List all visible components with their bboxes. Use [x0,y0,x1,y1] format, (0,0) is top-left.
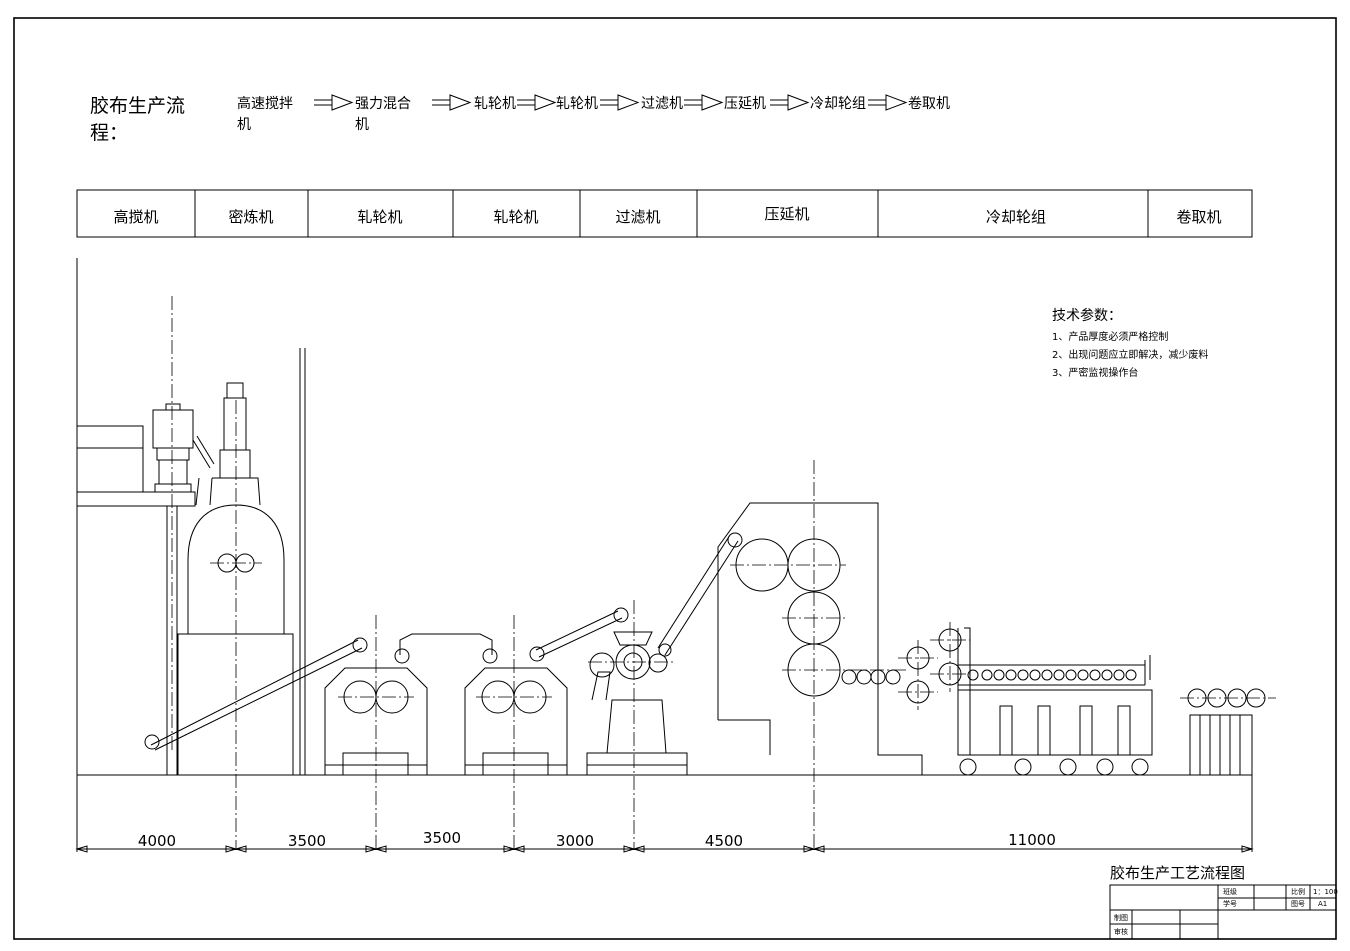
tech-param-1: 1、产品厚度必须严格控制 [1052,330,1168,343]
dimension-3: 3500 [423,829,461,847]
dimension-6: 11000 [1008,831,1056,849]
drawing-frame [13,17,1337,940]
header-cell-4: 轧轮机 [493,208,538,226]
flow-description: 胶布生产流 程： 高速搅拌 机 强力混合 机 轧轮机 轧轮机 过滤机 压延机 冷… [90,94,950,144]
dimension-labels: 4000 3500 3500 3000 4500 11000 [138,829,1056,850]
machine-roll-mill-2 [464,607,629,776]
dimension-2: 3500 [288,832,326,850]
flow-title-line1: 胶布生产流 [90,95,185,117]
header-cell-5: 过滤机 [615,208,660,226]
scale-value: 1：100 [1313,888,1338,896]
drawn-by-label: 制图 [1114,913,1128,922]
machine-calender [717,502,923,775]
flow-arrow-icons [314,94,908,111]
sheet-no-label: 图号 [1291,900,1305,908]
checked-by-label: 审核 [1114,927,1128,936]
tech-params-title: 技术参数： [1052,307,1122,324]
header-cell-8: 卷取机 [1176,208,1221,226]
title-block: 胶布生产工艺流程图 班级 学号 比例 1：100 图号 A1 制图 审核 [1109,864,1338,940]
floor-line [76,258,1253,852]
header-cell-2: 密炼机 [228,208,273,226]
header-cell-7: 冷却轮组 [986,208,1046,226]
sheet-no-value: A1 [1318,900,1327,908]
tech-param-3: 3、严密监视操作台 [1052,366,1138,379]
machine-internal-mixer [177,348,306,776]
flow-step-1-line2: 机 [237,117,251,133]
tech-params: 技术参数： 1、产品厚度必须严格控制 2、出现问题应立即解决，减少废料 3、严密… [1052,307,1208,379]
machine-winder [1187,688,1266,776]
flow-step-1: 高速搅拌 [237,95,293,112]
flow-step-2-line2: 机 [355,117,369,133]
machine-high-speed-mixer [76,403,368,775]
machine-strainer [586,534,739,776]
dimension-line [75,845,1254,853]
header-cell-1: 高搅机 [113,208,158,226]
header-cell-6: 压延机 [764,205,809,223]
drawing-title: 胶布生产工艺流程图 [1110,864,1245,882]
dimension-5: 4500 [705,832,743,850]
flow-step-2: 强力混合 [355,96,411,112]
machine-roll-mill-1 [324,633,498,776]
class-label: 班级 [1223,887,1237,896]
tech-param-2: 2、出现问题应立即解决，减少废料 [1052,348,1208,361]
student-id-label: 学号 [1223,899,1237,908]
dimension-1: 4000 [138,832,176,850]
header-cell-3: 轧轮机 [357,208,402,226]
flow-title-line2: 程： [90,122,128,144]
dimension-4: 3000 [556,832,594,850]
scale-label: 比例 [1291,887,1305,896]
center-lines [171,296,1276,850]
flow-step-8: 卷取机 [908,96,950,112]
flow-step-6: 压延机 [724,96,766,112]
flow-step-5: 过滤机 [641,96,683,112]
machine-cooling-rolls [906,627,1153,776]
flow-step-3: 轧轮机 [474,96,516,112]
flow-step-4: 轧轮机 [556,96,598,112]
flow-step-7: 冷却轮组 [810,96,866,112]
equipment-header-table: 高搅机 密炼机 轧轮机 轧轮机 过滤机 压延机 冷却轮组 卷取机 [76,189,1253,238]
